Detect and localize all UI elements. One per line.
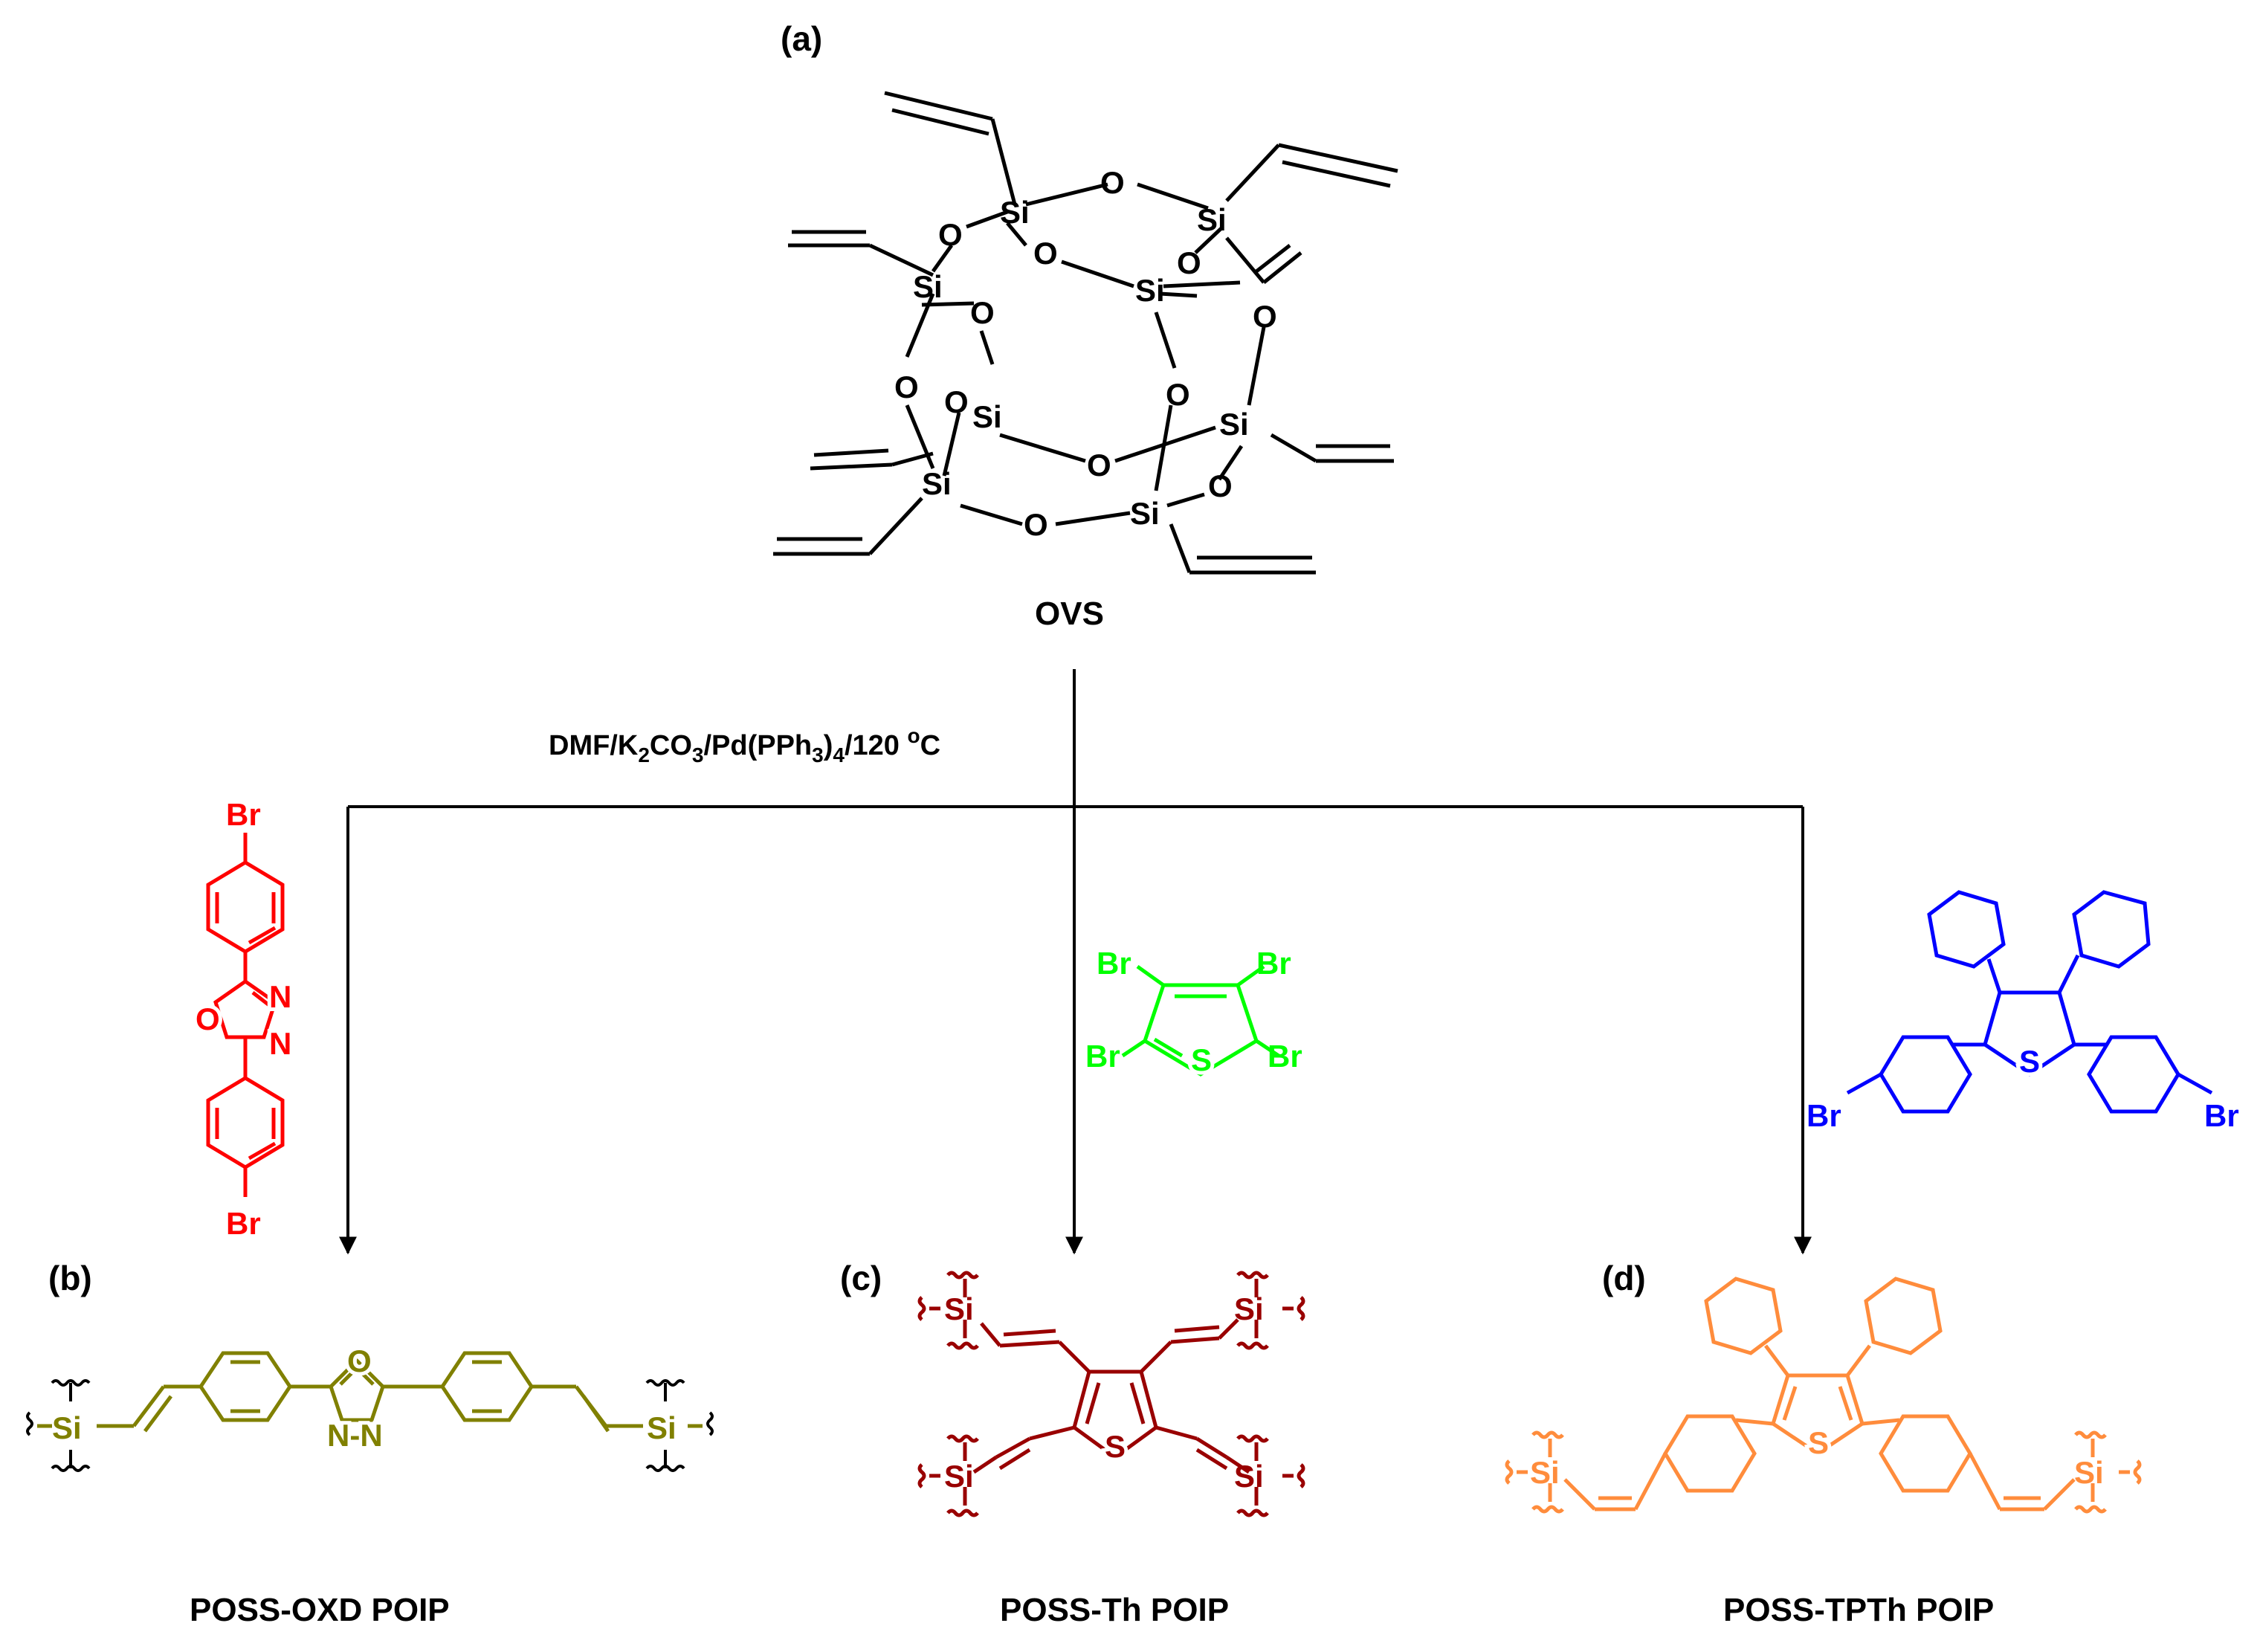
monomer-th: Br Br Br S Br (1085, 946, 1302, 1081)
ovs-o-4: O (1177, 245, 1201, 280)
tpth-product-s: S (1808, 1425, 1829, 1460)
ovs-atom-labels: Si Si Si Si Si Si Si Si O O O O O O O O … (894, 165, 1277, 542)
reaction-arrows (339, 669, 1812, 1255)
ovs-o-10: O (1087, 448, 1111, 483)
oxd-product-si-right: Si (647, 1410, 677, 1445)
ovs-structure (773, 91, 1398, 575)
tpth-product-si-left: Si (1530, 1455, 1560, 1490)
th-br-3: Br (1085, 1039, 1120, 1074)
product-d-name: POSS-TPTh POIP (1723, 1592, 1994, 1628)
monomer-oxd: Br O N N Br (192, 797, 295, 1241)
panel-c-label: (c) (840, 1259, 882, 1297)
tpth-s: S (2019, 1044, 2040, 1079)
ovs-o-12: O (1024, 507, 1048, 542)
th-product-si-2: Si (1234, 1291, 1264, 1326)
oxd-br-top: Br (226, 797, 261, 832)
product-c-name: POSS-Th POIP (1000, 1592, 1229, 1628)
ovs-si-5: Si (972, 399, 1002, 434)
monomer-tpth: S Br Br (1807, 890, 2239, 1133)
ovs-name: OVS (1035, 596, 1104, 632)
oxd-n1: N (269, 979, 291, 1014)
ovs-o-3: O (1033, 236, 1058, 271)
product-th-structure: S Si Si Si Si (917, 1271, 1305, 1517)
ovs-o-9: O (944, 384, 969, 419)
ovs-o-6: O (1253, 299, 1277, 334)
ovs-o-5: O (970, 295, 995, 330)
th-br-1: Br (1097, 946, 1131, 981)
product-tpth-structure: S Si Si (1505, 1277, 2142, 1514)
ovs-si-1: Si (1000, 195, 1030, 230)
ovs-si-3: Si (913, 269, 943, 304)
oxd-o: O (196, 1001, 220, 1036)
th-br-4: Br (1268, 1039, 1302, 1074)
oxd-br-bottom: Br (226, 1206, 261, 1241)
th-product-si-4: Si (1234, 1459, 1264, 1494)
ovs-si-7: Si (922, 466, 952, 501)
th-br-2: Br (1256, 946, 1291, 981)
panel-d-label: (d) (1602, 1259, 1646, 1297)
product-oxd-structure: Si O N-N Si (26, 1340, 714, 1472)
oxd-product-o: O (347, 1343, 372, 1378)
panel-b-label: (b) (48, 1259, 92, 1297)
tpth-br-left: Br (1807, 1098, 1841, 1133)
ovs-si-6: Si (1219, 407, 1249, 442)
oxd-product-si-left: Si (52, 1410, 82, 1445)
ovs-o-2: O (938, 217, 963, 252)
ovs-o-7: O (894, 370, 919, 404)
oxd-n2: N (269, 1026, 291, 1061)
th-product-si-3: Si (944, 1459, 974, 1494)
tpth-product-si-right: Si (2074, 1455, 2104, 1490)
th-product-s: S (1105, 1429, 1126, 1464)
ovs-o-1: O (1100, 165, 1125, 200)
reaction-conditions: DMF/K2CO3/Pd(PPh3)4/120 oC (549, 724, 940, 767)
ovs-o-8: O (1166, 377, 1190, 412)
oxd-product-nn: N-N (327, 1418, 383, 1453)
panel-a-label: (a) (781, 19, 822, 58)
product-b-name: POSS-OXD POIP (190, 1592, 450, 1628)
ovs-o-11: O (1208, 468, 1233, 503)
ovs-si-4: Si (1135, 273, 1165, 308)
ovs-si-2: Si (1197, 202, 1227, 237)
th-product-si-1: Si (944, 1291, 974, 1326)
ovs-si-8: Si (1130, 496, 1160, 531)
th-s: S (1191, 1042, 1212, 1077)
tpth-br-right: Br (2204, 1098, 2239, 1133)
